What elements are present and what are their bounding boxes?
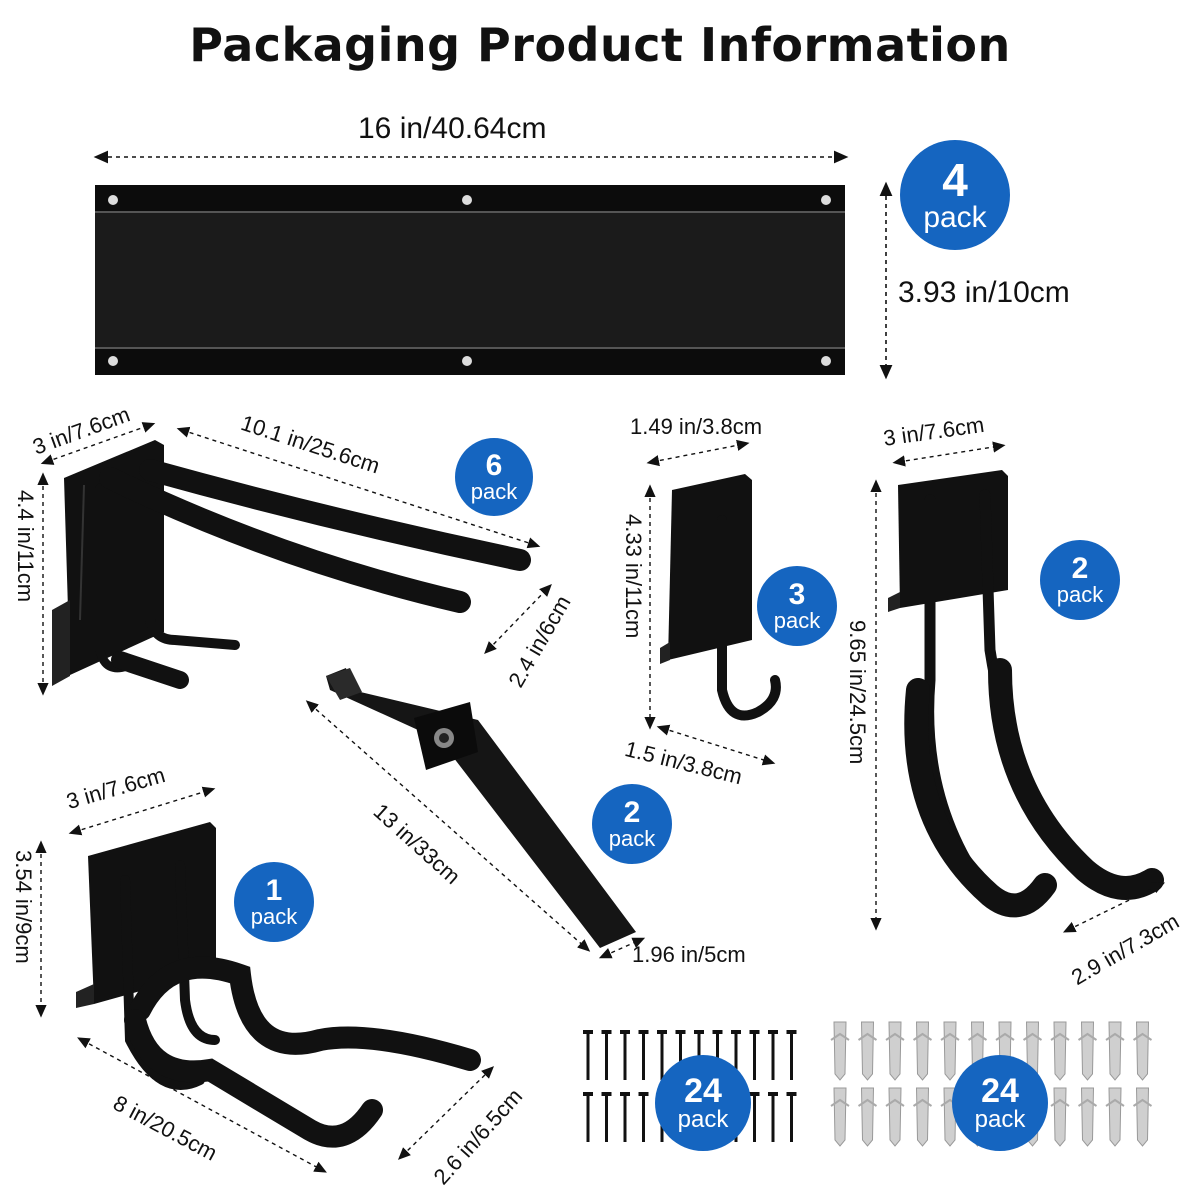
wall-anchor — [830, 1021, 850, 1081]
big-u-hook-image — [888, 470, 1164, 918]
flat-hook-height-label: 3.54 in/9cm — [11, 850, 36, 964]
wall-anchor — [885, 1021, 905, 1081]
strap-width-label: 1.96 in/5cm — [632, 942, 746, 967]
big-u-hook-pack-count: 2 — [1071, 552, 1089, 585]
flat-hook-pack-unit: pack — [250, 904, 298, 929]
big-u-hook-pack-unit: pack — [1056, 582, 1104, 607]
big-u-hook-height-label: 9.65 in/24.5cm — [845, 620, 870, 765]
strap-length-dimension — [305, 700, 591, 952]
wall-anchor — [857, 1021, 878, 1081]
wall-anchor — [1077, 1021, 1098, 1081]
double-hook-pack-badge: 6 pack — [455, 438, 533, 516]
wall-anchor — [912, 1021, 933, 1081]
screw — [638, 1030, 649, 1080]
rail-pack-count: 4 — [942, 154, 968, 206]
anchors-pack-badge: 24 pack — [952, 1055, 1048, 1151]
j-hook-width-dimension — [646, 439, 750, 467]
rail-image — [95, 185, 845, 375]
wall-anchor — [1077, 1087, 1098, 1147]
strap-pack-count: 2 — [623, 796, 641, 829]
screw — [749, 1030, 760, 1080]
double-hook-height-label: 4.4 in/11cm — [13, 490, 38, 603]
wall-anchor — [1132, 1021, 1153, 1081]
page-title: Packaging Product Information — [189, 18, 1011, 72]
wall-anchor — [1050, 1021, 1070, 1081]
j-hook-pack-count: 3 — [788, 578, 806, 611]
screws-pack-badge: 24 pack — [655, 1055, 751, 1151]
j-hook-pack-unit: pack — [773, 608, 821, 633]
wall-anchor — [830, 1087, 850, 1147]
screw — [583, 1030, 593, 1080]
anchors-pack-count: 24 — [981, 1072, 1019, 1110]
j-hook-height-label: 4.33 in/11cm — [621, 514, 646, 639]
double-hook-image — [52, 440, 531, 689]
big-u-hook-opening-dimension — [1062, 882, 1166, 933]
wall-anchor — [1050, 1087, 1070, 1147]
strap-pack-unit: pack — [608, 826, 656, 851]
double-hook-tip-dimension — [484, 583, 552, 655]
double-hook-length-dimension — [176, 426, 541, 549]
wall-anchor — [940, 1021, 960, 1081]
screw — [786, 1030, 797, 1080]
double-hook-depth-dimension — [40, 422, 156, 465]
rail-height-label: 3.93 in/10cm — [898, 276, 1070, 309]
strap-pack-badge: 2 pack — [592, 784, 672, 864]
wall-anchor — [1132, 1087, 1153, 1147]
screw — [583, 1092, 593, 1142]
screw — [601, 1030, 612, 1080]
j-hook-width-label: 1.49 in/3.8cm — [630, 414, 763, 439]
anchors-pack-unit: pack — [974, 1106, 1026, 1133]
wall-anchor — [857, 1087, 878, 1147]
j-hook-pack-badge: 3 pack — [757, 566, 837, 646]
screws-pack-unit: pack — [677, 1106, 729, 1133]
screw — [768, 1092, 778, 1142]
screw — [620, 1030, 630, 1080]
screw — [786, 1092, 797, 1142]
j-hook-image — [660, 474, 781, 721]
big-u-hook-pack-badge: 2 pack — [1040, 540, 1120, 620]
wall-anchor — [885, 1087, 905, 1147]
screws-pack-count: 24 — [684, 1072, 722, 1110]
rail-pack-unit: pack — [923, 201, 987, 234]
rail-width-label: 16 in/40.64cm — [358, 112, 547, 145]
double-hook-pack-unit: pack — [470, 479, 518, 504]
big-u-hook-width-dimension — [892, 441, 1006, 467]
screw — [768, 1030, 778, 1080]
screw — [638, 1092, 649, 1142]
wall-anchor — [1105, 1087, 1125, 1147]
j-hook-depth-dimension — [656, 724, 776, 766]
strap-width-dimension — [598, 937, 646, 959]
screw — [657, 1030, 667, 1080]
flat-hook-length-dimension — [77, 1037, 327, 1173]
rail-pack-badge: 4 pack — [900, 140, 1010, 250]
screw — [620, 1092, 630, 1142]
flat-hook-pack-badge: 1 pack — [234, 862, 314, 942]
screw — [749, 1092, 760, 1142]
wall-anchor — [912, 1087, 933, 1147]
double-hook-pack-count: 6 — [485, 449, 503, 482]
wall-anchor — [1105, 1021, 1125, 1081]
flat-hook-pack-count: 1 — [265, 874, 283, 907]
strap-image — [326, 668, 636, 948]
screw — [601, 1092, 612, 1142]
